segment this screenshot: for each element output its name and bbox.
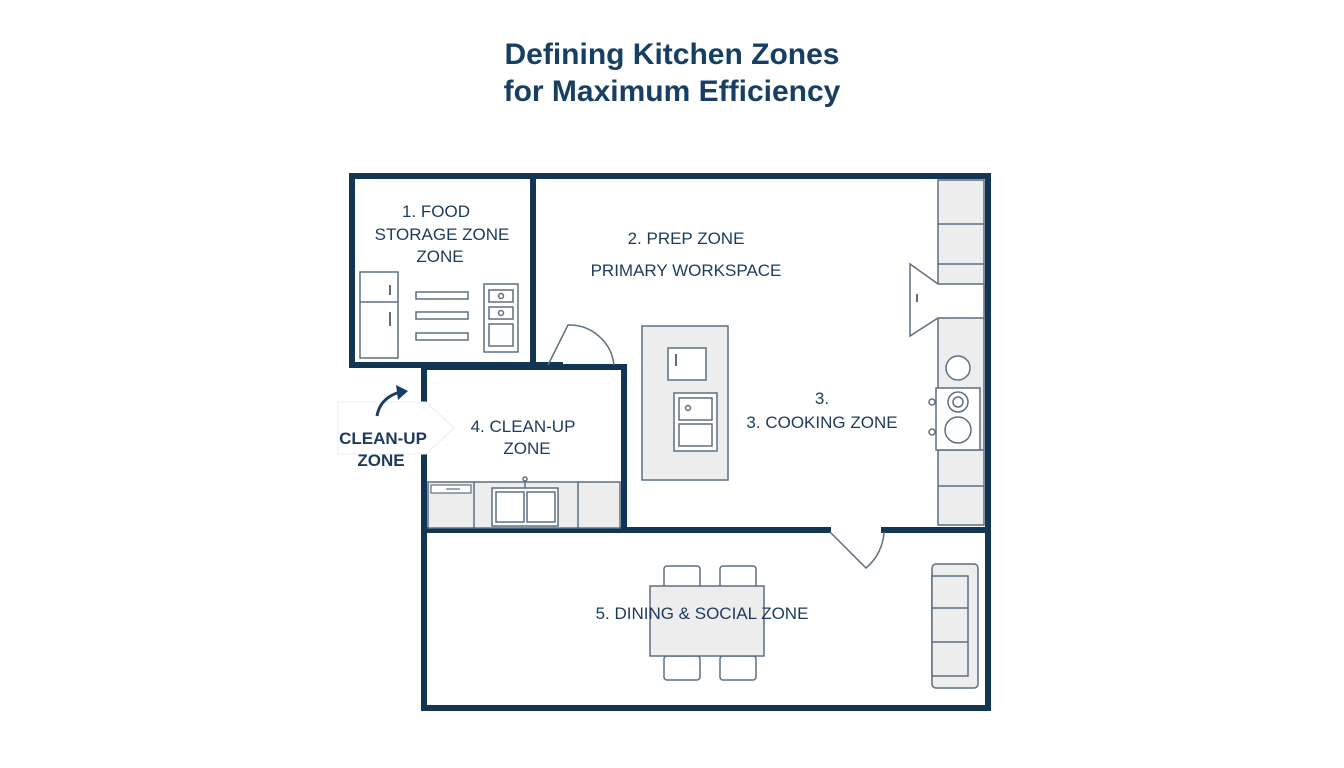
curved-arrow-icon: [375, 385, 408, 417]
cooking-zone-label-line-2: 3. COOKING ZONE: [746, 413, 897, 432]
dining-zone-label: 5. DINING & SOCIAL ZONE: [596, 604, 809, 623]
cleanup-callout-label: CLEAN-UP ZONE: [339, 429, 427, 470]
title-line-1: Defining Kitchen Zones: [504, 38, 840, 71]
prep-zone-subtitle: PRIMARY WORKSPACE: [591, 261, 782, 280]
page-title: Defining Kitchen Zones for Maximum Effic…: [0, 36, 1344, 110]
cleanup-zone-label: 4. CLEAN-UP ZONE: [471, 417, 576, 458]
prep-zone-title: 2. PREP ZONE: [628, 229, 745, 248]
food-storage-label-line-2: STORAGE ZONE: [375, 225, 510, 244]
prep-zone-label: 2. PREP ZONE PRIMARY WORKSPACE: [591, 229, 782, 280]
sink: [491, 476, 559, 527]
cleanup-callout-line-1: CLEAN-UP: [339, 429, 427, 448]
food-storage-label-line-1: 1. FOOD: [402, 202, 470, 221]
cooking-zone-label: 3. 3. COOKING ZONE: [746, 389, 897, 432]
cooktop: [928, 355, 981, 451]
dining-door: [829, 531, 885, 570]
cleanup-callout-shape: [337, 401, 455, 455]
dishwasher: [430, 484, 472, 494]
doors: [547, 324, 885, 570]
range-hood: [909, 262, 985, 338]
outer-wall-bottom: [421, 364, 991, 711]
food-storage-label-line-3: ZONE: [416, 247, 463, 266]
pantry-shelves: [415, 291, 469, 341]
sofa: [931, 563, 979, 689]
cleanup-callout-line-2: ZONE: [357, 451, 404, 470]
refrigerator: [359, 271, 399, 359]
storage-cabinet: [483, 283, 519, 353]
title-line-2: for Maximum Efficiency: [503, 75, 841, 108]
walls: [349, 173, 991, 711]
dining-table: [649, 565, 765, 681]
wall-counter: [937, 179, 985, 526]
storage-door: [547, 324, 615, 366]
island: [641, 325, 729, 481]
cleanup-wall: [421, 364, 627, 533]
food-storage-label: 1. FOOD STORAGE ZONE ZONE: [375, 202, 510, 266]
cooking-zone-label-line-1: 3.: [815, 389, 829, 408]
cleanup-zone-label-line-2: ZONE: [503, 439, 550, 458]
cleanup-zone-label-line-1: 4. CLEAN-UP: [471, 417, 576, 436]
